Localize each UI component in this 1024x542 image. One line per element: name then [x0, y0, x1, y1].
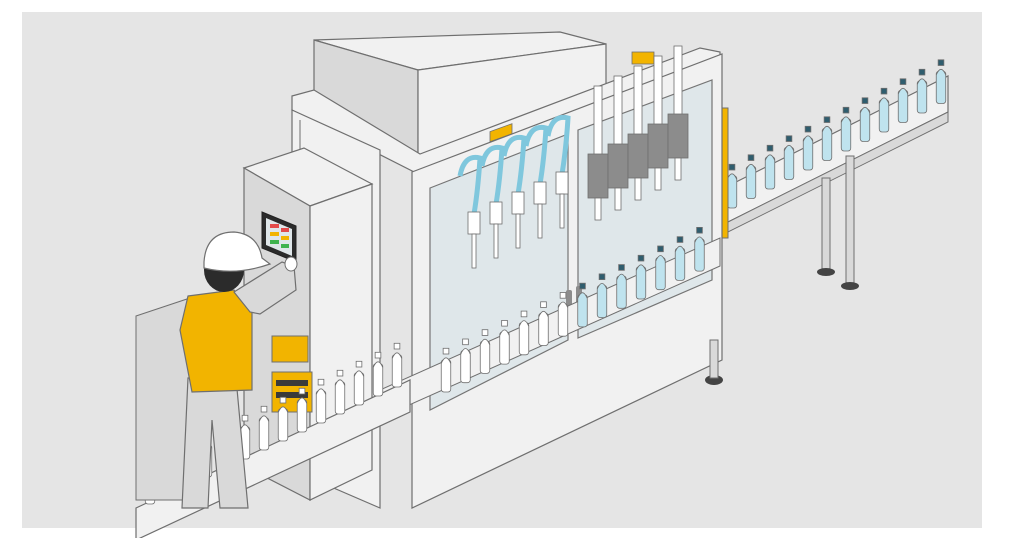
bottle: [258, 405, 270, 451]
filling-head: [587, 85, 609, 221]
filling-nozzle: [523, 124, 549, 239]
filling-head: [627, 65, 649, 201]
bottle: [745, 154, 757, 199]
door-switch-icon: [489, 123, 513, 143]
filling-nozzles: [457, 114, 571, 269]
bottle: [538, 301, 549, 346]
panel-indicator: [270, 232, 279, 236]
panel-indicator: [270, 224, 279, 228]
bottle: [764, 144, 776, 190]
bottle: [859, 97, 871, 142]
bottle: [935, 59, 947, 104]
panel-indicator: [281, 228, 289, 232]
conveyor-leg: [841, 155, 859, 290]
operator-legs: [181, 377, 249, 509]
bottle: [802, 125, 814, 171]
bottle: [897, 78, 909, 123]
bottle: [557, 292, 569, 337]
bottle: [674, 236, 686, 281]
bottle: [277, 396, 289, 442]
filling-head: [667, 45, 689, 181]
panel-indicators: [270, 224, 289, 248]
bottle: [878, 87, 890, 133]
bottle: [440, 347, 452, 393]
filling-nozzle: [457, 154, 483, 269]
bottle: [518, 310, 530, 356]
filling-heads: [587, 45, 689, 221]
hard-hat-icon: [203, 231, 272, 272]
outfeed-conveyor: [719, 59, 949, 290]
bottle: [479, 329, 491, 374]
filling-head: [647, 55, 669, 191]
conveyor-leg: [817, 177, 835, 276]
bottle: [655, 245, 666, 291]
bottle: [577, 282, 588, 328]
bottle: [334, 369, 346, 415]
bottle: [840, 106, 852, 152]
panel-indicator: [281, 236, 289, 240]
door-switch-icon: [631, 51, 655, 65]
bottle: [596, 273, 608, 318]
operator: [179, 231, 298, 509]
bottle: [315, 378, 327, 424]
bottle: [616, 264, 627, 309]
bottle: [460, 338, 471, 384]
machine-bottles: [440, 226, 705, 393]
touch-panel-icon[interactable]: [261, 211, 297, 263]
bottle: [783, 135, 795, 180]
bottle: [694, 226, 705, 272]
outfeed-bottles: [726, 59, 947, 209]
bottle: [499, 319, 510, 365]
bottle: [353, 360, 365, 406]
bottle: [821, 116, 833, 161]
bottle: [391, 342, 403, 388]
panel-indicator: [270, 240, 279, 244]
safety-vest: [179, 289, 253, 393]
panel-indicator: [281, 244, 289, 248]
operator-arm: [233, 261, 297, 315]
bottle: [372, 351, 384, 397]
filling-nozzle: [545, 114, 571, 229]
bottle: [296, 387, 308, 433]
filling-nozzle: [501, 134, 527, 249]
filling-nozzle: [479, 144, 505, 259]
bottle: [635, 254, 647, 300]
bottle: [916, 68, 928, 114]
